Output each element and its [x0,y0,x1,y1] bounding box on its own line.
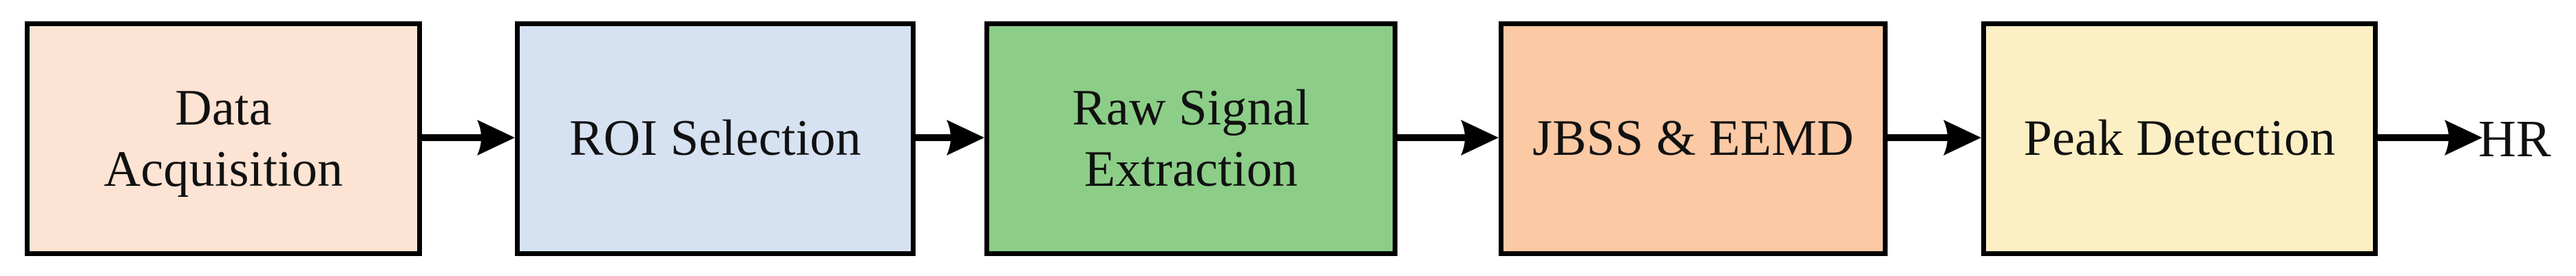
node-label-raw-signal-extraction: Raw Signal Extraction [1072,79,1310,198]
node-jbss-eemd[interactable]: JBSS & EEMD [1499,21,1888,256]
output-label-hr: HR [2478,21,2576,256]
arrow-peak-detection-to-hr [2378,110,2482,165]
node-label-jbss-eemd: JBSS & EEMD [1532,110,1854,167]
node-label-data-acquisition: Data Acquisition [103,79,344,198]
node-roi-selection[interactable]: ROI Selection [515,21,916,256]
arrow-acquisition-to-roi [422,110,515,165]
arrow-roi-to-raw-signal [916,110,984,165]
node-data-acquisition[interactable]: Data Acquisition [25,21,422,256]
arrow-jbss-to-peak-detection [1888,110,1981,165]
node-label-roi-selection: ROI Selection [569,110,861,167]
node-raw-signal-extraction[interactable]: Raw Signal Extraction [984,21,1397,256]
arrow-raw-signal-to-jbss [1397,110,1499,165]
output-label-hr-text: HR [2478,109,2551,168]
node-label-peak-detection: Peak Detection [2023,110,2336,167]
node-peak-detection[interactable]: Peak Detection [1981,21,2378,256]
